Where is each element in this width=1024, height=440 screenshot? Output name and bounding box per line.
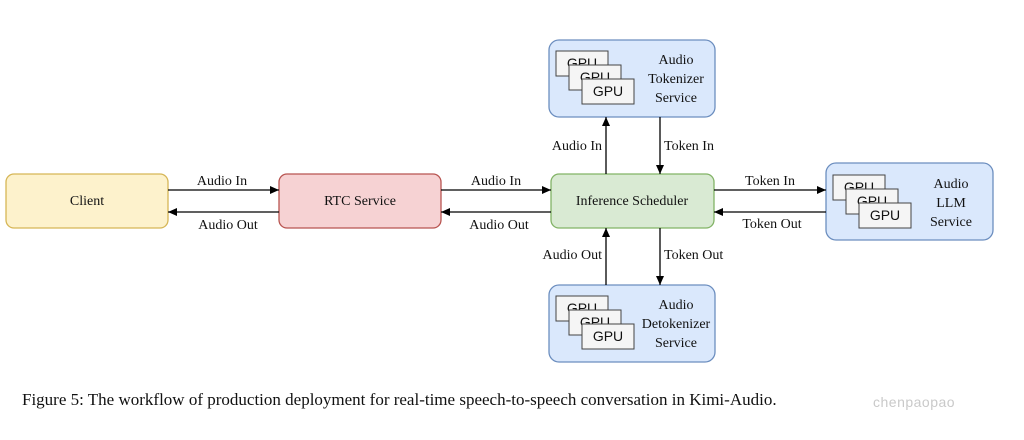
client-label: Client [70, 194, 104, 209]
gpu-card-front [858, 202, 912, 229]
inference-scheduler-label: Inference Scheduler [576, 194, 689, 209]
gpu-stack-icon: GPU GPU GPU [555, 295, 635, 350]
detokenizer-label-line-1: Audio [659, 298, 694, 313]
llm-label-line-3: Service [930, 215, 972, 230]
edge-label-llm-to-scheduler: Token Out [742, 217, 801, 232]
edge-label-client-to-rtc: Audio In [197, 174, 247, 189]
inference-scheduler-node: Inference Scheduler [550, 173, 715, 229]
gpu-stack-icon: GPU GPU GPU [832, 174, 912, 229]
edge-label-scheduler-to-detokenizer: Token Out [664, 248, 723, 263]
audio-llm-service-node: GPU GPU GPU Audio LLM Service [825, 162, 994, 241]
rtc-service-box [278, 173, 442, 229]
gpu-card-front-label: GPU [593, 328, 623, 344]
inference-scheduler-box [550, 173, 715, 229]
detokenizer-label-line-3: Service [655, 336, 697, 351]
tokenizer-label-line-1: Audio [659, 53, 694, 68]
gpu-card-front-label: GPU [593, 83, 623, 99]
llm-label-line-1: Audio [934, 177, 969, 192]
tokenizer-label-line-3: Service [655, 91, 697, 106]
gpu-stack-icon: GPU GPU GPU [555, 50, 635, 105]
edge-label-rtc-to-client: Audio Out [198, 218, 258, 233]
gpu-card-front [581, 323, 635, 350]
edge-label-scheduler-to-llm: Token In [745, 174, 795, 189]
llm-label-line-2: LLM [936, 196, 966, 211]
edge-label-tokenizer-to-scheduler: Token In [664, 139, 714, 154]
client-node: Client [5, 173, 169, 229]
watermark: chenpaopao [873, 394, 956, 410]
audio-tokenizer-service-node: GPU GPU GPU Audio Tokenizer Service [548, 39, 716, 118]
rtc-service-label: RTC Service [324, 194, 396, 209]
edge-label-scheduler-to-rtc: Audio Out [469, 218, 529, 233]
rtc-service-node: RTC Service [278, 173, 442, 229]
audio-detokenizer-service-node: GPU GPU GPU Audio Detokenizer Service [548, 284, 716, 363]
workflow-diagram: Client RTC Service Inference Scheduler G… [5, 39, 994, 363]
gpu-card-front-label: GPU [870, 207, 900, 223]
tokenizer-label-line-2: Tokenizer [648, 72, 704, 87]
edge-label-scheduler-to-tokenizer: Audio In [552, 139, 602, 154]
figure-caption: Figure 5: The workflow of production dep… [22, 390, 777, 409]
client-box [5, 173, 169, 229]
detokenizer-label-line-2: Detokenizer [642, 317, 711, 332]
edge-label-detokenizer-to-scheduler: Audio Out [543, 248, 603, 263]
gpu-card-front [581, 78, 635, 105]
edge-label-rtc-to-scheduler: Audio In [471, 174, 521, 189]
